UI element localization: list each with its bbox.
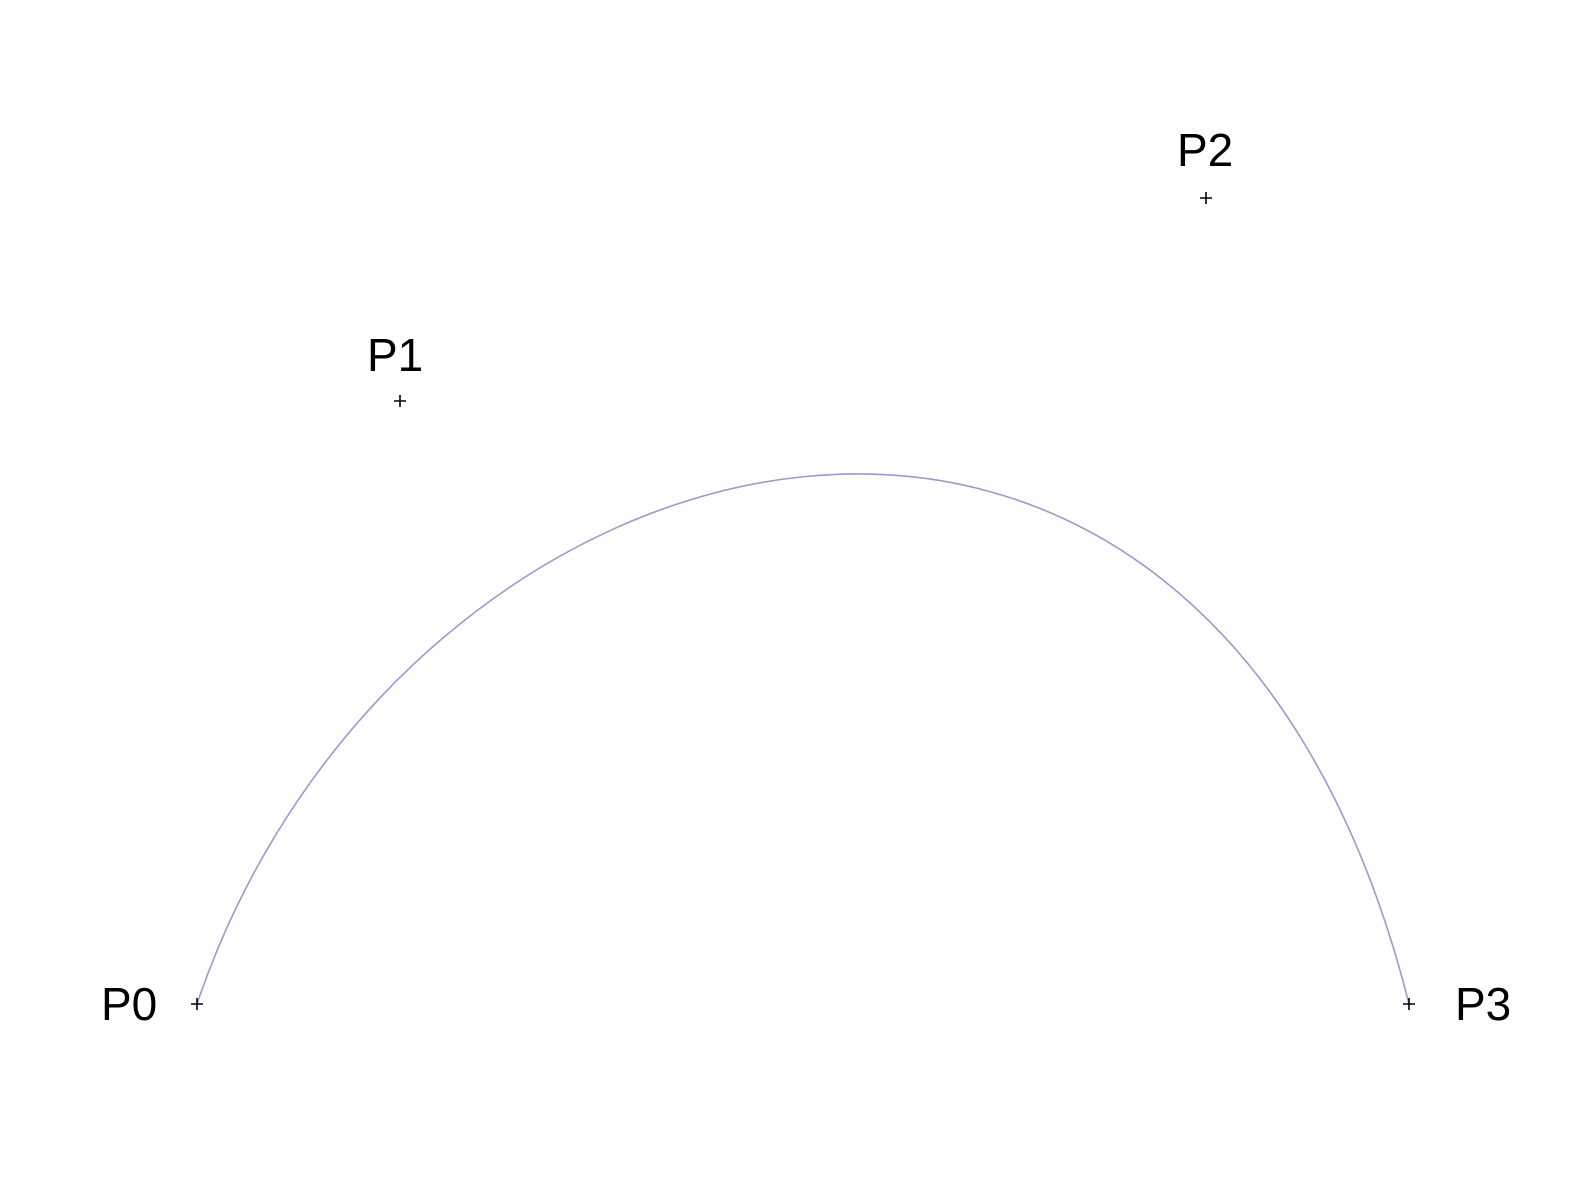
bezier-curve [196,473,1410,1005]
control-point-p0: P0 [101,978,203,1030]
p0-label: P0 [101,978,157,1030]
p0-marker [191,998,203,1010]
p2-label: P2 [1177,124,1233,176]
p1-label: P1 [367,329,423,381]
p3-marker [1403,998,1415,1010]
control-point-p3: P3 [1403,978,1511,1030]
p1-marker [394,395,406,407]
control-point-p2: P2 [1177,124,1233,204]
control-point-p1: P1 [367,329,423,407]
p3-label: P3 [1455,978,1511,1030]
p2-marker [1200,192,1212,204]
